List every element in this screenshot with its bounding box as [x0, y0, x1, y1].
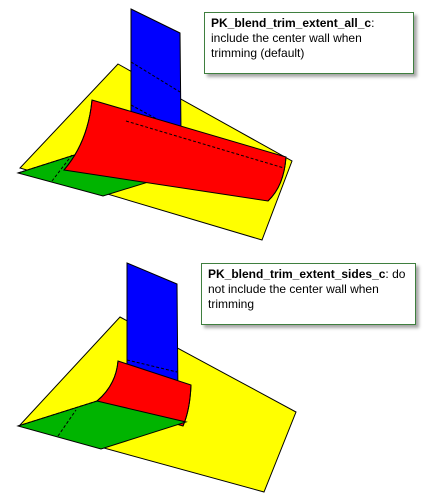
blend-illustration-sides [16, 262, 297, 493]
option-name: PK_blend_trim_extent_sides_c [208, 267, 386, 281]
panel-trim-extent-all: PK_blend_trim_extent_all_c: include the … [16, 8, 414, 241]
option-punct: : [385, 267, 389, 281]
option-punct: : [371, 16, 375, 30]
panel-trim-extent-sides: PK_blend_trim_extent_sides_c: do not inc… [0, 250, 429, 500]
callout-trim-extent-all: PK_blend_trim_extent_all_c: include the … [204, 12, 414, 74]
option-description: do not include the center wall when trim… [208, 267, 406, 311]
callout-trim-extent-sides: PK_blend_trim_extent_sides_c: do not inc… [201, 263, 416, 325]
blend-illustration-all [16, 8, 293, 241]
option-description: include the center wall when trimming (d… [211, 31, 362, 60]
option-name: PK_blend_trim_extent_all_c [211, 16, 372, 30]
